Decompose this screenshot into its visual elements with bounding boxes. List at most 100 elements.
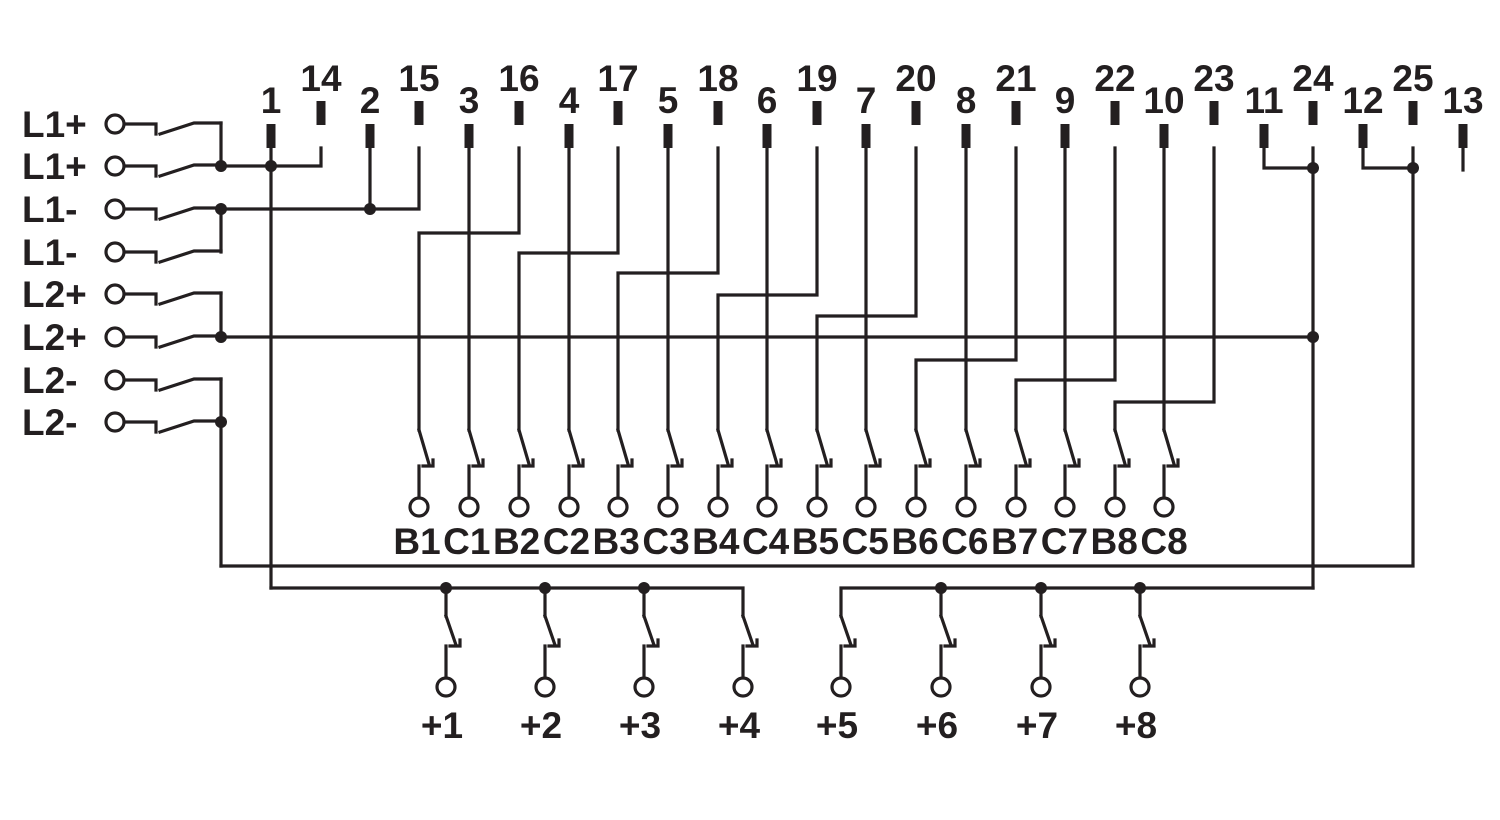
contact-arm-C4 (765, 428, 779, 466)
left-terminal-2 (104, 198, 126, 220)
junction-dot (1035, 582, 1047, 594)
left-terminal-label-L2-: L2- (22, 360, 78, 401)
pin-label-4: 4 (559, 80, 580, 121)
pin-24 (1308, 101, 1318, 125)
output-contact-seat-6 (943, 638, 957, 648)
terminal-C5 (855, 496, 877, 518)
terminal-B3 (607, 496, 629, 518)
pin-label-5: 5 (658, 80, 679, 121)
contact-arm-C1 (467, 428, 481, 466)
pin-label-2: 2 (360, 80, 381, 121)
junction-dot (215, 203, 227, 215)
contact-arm-C3 (666, 428, 680, 466)
pin-label-22: 22 (1094, 58, 1135, 99)
pin-label-13: 13 (1442, 80, 1483, 121)
junction-dot (215, 331, 227, 343)
pin-9 (1060, 124, 1070, 148)
terminal-label-C7: C7 (1041, 521, 1088, 562)
output-contact-seat-4 (745, 638, 759, 648)
contact-arm-C6 (964, 428, 978, 466)
pin-label-7: 7 (856, 80, 877, 121)
pin-label-21: 21 (995, 58, 1036, 99)
pin-16 (514, 101, 524, 125)
left-terminal-label-L1-: L1- (22, 232, 78, 273)
output-contact-seat-8 (1142, 638, 1156, 648)
terminal-label-B3: B3 (593, 521, 640, 562)
contact-seat-B4 (720, 458, 734, 468)
terminal-label-B7: B7 (991, 521, 1038, 562)
pin-1 (266, 124, 276, 148)
pin-6 (762, 124, 772, 148)
output-contact-seat-5 (843, 638, 857, 648)
l1-plus-bus (219, 146, 323, 168)
output-label-4: +4 (718, 705, 761, 746)
left-contact-6 (122, 378, 158, 392)
terminal-label-B4: B4 (692, 521, 740, 562)
contact-arm-B5 (815, 428, 829, 466)
terminal-label-C8: C8 (1140, 521, 1187, 562)
output-contact-seat-7 (1043, 638, 1057, 648)
pin-label-6: 6 (757, 80, 778, 121)
left-contact-arm-4 (157, 291, 223, 307)
output-contact-arm-1 (443, 613, 459, 648)
contact-seat-C8 (1166, 458, 1180, 468)
left-terminal-3 (104, 241, 126, 263)
output-contact-seat-1 (448, 638, 462, 648)
terminal-label-C3: C3 (642, 521, 689, 562)
left-contact-4 (122, 292, 158, 306)
contact-arm-C7 (1063, 428, 1077, 466)
terminal-C4 (756, 496, 778, 518)
terminal-B6 (905, 496, 927, 518)
left-contact-3 (122, 250, 158, 264)
left-contact-arm-5 (157, 334, 223, 350)
pin-12-tap (1361, 146, 1415, 170)
junction-dot (364, 203, 376, 215)
pin-18 (713, 101, 723, 125)
pin-25 (1408, 101, 1418, 125)
terminal-B5 (806, 496, 828, 518)
pin-label-20: 20 (895, 58, 936, 99)
contact-seat-C5 (868, 458, 882, 468)
contact-seat-C7 (1067, 458, 1081, 468)
contact-arm-C2 (567, 428, 581, 466)
output-label-3: +3 (619, 705, 661, 746)
pin-label-10: 10 (1143, 80, 1184, 121)
pin-22 (1110, 101, 1120, 125)
junction-dots (215, 160, 1419, 594)
left-contact-arm-1 (157, 163, 223, 179)
output-contact-arm-6 (938, 613, 954, 648)
left-contact-arm-2 (157, 206, 223, 222)
output-label-6: +6 (916, 705, 958, 746)
output-terminal-6 (930, 676, 952, 698)
junction-dot (1134, 582, 1146, 594)
pin-8 (961, 124, 971, 148)
terminal-B2 (508, 496, 530, 518)
output-contact-arm-2 (542, 613, 558, 648)
terminal-label-C6: C6 (941, 521, 988, 562)
contact-seat-B5 (819, 458, 833, 468)
contact-arm-B8 (1113, 428, 1127, 466)
pin-10 (1159, 124, 1169, 148)
left-contact-5 (122, 335, 158, 349)
pin-label-1: 1 (261, 80, 282, 121)
left-terminal-7 (104, 411, 126, 433)
left-terminal-4 (104, 283, 126, 305)
pin-label-9: 9 (1055, 80, 1076, 121)
pin-label-23: 23 (1193, 58, 1234, 99)
terminal-label-B5: B5 (792, 521, 839, 562)
pin-21 (1011, 101, 1021, 125)
terminal-C6 (955, 496, 977, 518)
output-contact-arm-7 (1038, 613, 1054, 648)
pin-2 (365, 124, 375, 148)
pin-label-17: 17 (597, 58, 638, 99)
output-label-1: +1 (421, 705, 463, 746)
output-terminal-2 (534, 676, 556, 698)
wires (122, 121, 1465, 680)
pin-11 (1259, 124, 1269, 148)
pin-label-15: 15 (398, 58, 439, 99)
junction-dot (1307, 162, 1319, 174)
terminal-label-C5: C5 (842, 521, 889, 562)
output-terminal-7 (1030, 676, 1052, 698)
terminal-C2 (558, 496, 580, 518)
